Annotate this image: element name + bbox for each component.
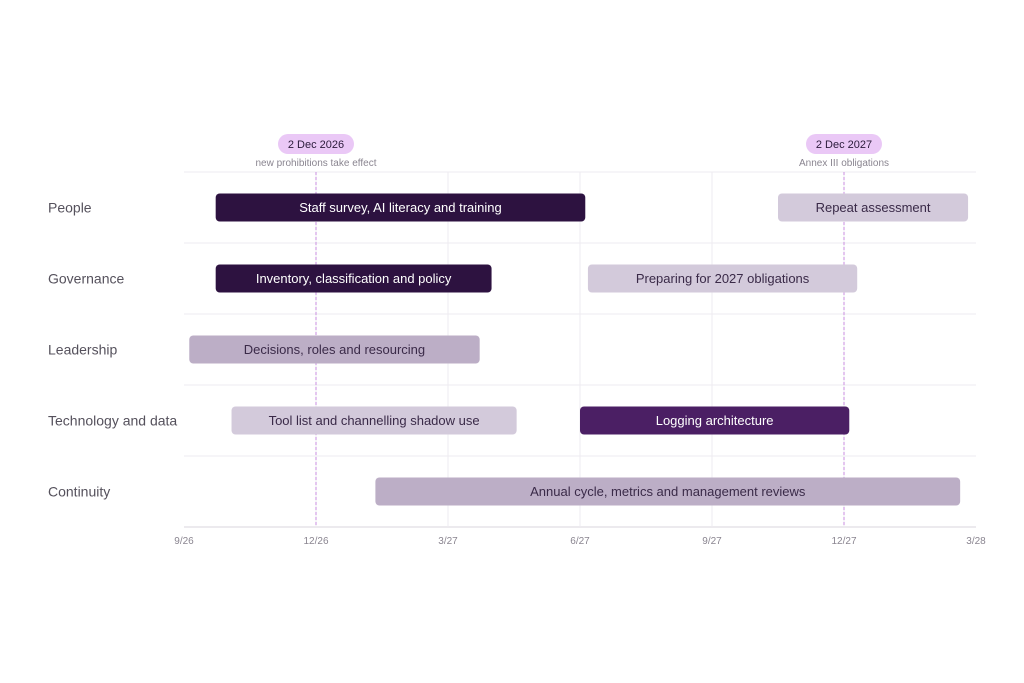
task-bar: Logging architecture — [580, 406, 850, 435]
x-tick-label: 3/28 — [966, 536, 986, 547]
x-tick-label: 6/27 — [570, 536, 590, 547]
task-bar: Inventory, classification and policy — [215, 264, 492, 293]
task-bar: Repeat assessment — [778, 193, 969, 222]
milestone-note: Annex III obligations — [799, 158, 889, 169]
task-bar-label: Repeat assessment — [816, 200, 931, 215]
task-bar-rect — [231, 406, 517, 435]
task-bar: Decisions, roles and resourcing — [189, 335, 480, 364]
row-label: Leadership — [48, 342, 117, 358]
milestone-pill — [278, 134, 354, 154]
milestone-pill — [806, 134, 882, 154]
task-bar: Preparing for 2027 obligations — [587, 264, 858, 293]
task-bar-label: Preparing for 2027 obligations — [636, 271, 810, 286]
task-bar-rect — [189, 335, 480, 364]
row-label: Governance — [48, 271, 124, 287]
task-bar: Annual cycle, metrics and management rev… — [375, 477, 961, 506]
x-tick-label: 3/27 — [438, 536, 458, 547]
x-tick-label: 12/27 — [831, 536, 856, 547]
task-bar-label: Tool list and channelling shadow use — [269, 413, 480, 428]
task-bar-rect — [215, 264, 492, 293]
task-bars: Staff survey, AI literacy and training Re… — [189, 193, 969, 506]
task-bar-label: Logging architecture — [656, 413, 774, 428]
task-bar-label: Decisions, roles and resourcing — [244, 342, 425, 357]
task-bar-label: Annual cycle, metrics and management rev… — [530, 484, 806, 499]
task-bar-rect — [580, 406, 850, 435]
milestone-marker: 2 Dec 2026 new prohibitions take effect — [255, 134, 377, 169]
task-bar: Tool list and channelling shadow use — [231, 406, 517, 435]
row-label: Technology and data — [48, 413, 177, 429]
task-bar-label: Inventory, classification and policy — [256, 271, 452, 286]
task-bar: Staff survey, AI literacy and training — [215, 193, 586, 222]
x-tick-label: 12/26 — [303, 536, 328, 547]
milestone-date: 2 Dec 2027 — [816, 139, 872, 151]
milestone-note: new prohibitions take effect — [255, 158, 376, 169]
x-tick-label: 9/26 — [174, 536, 194, 547]
milestone-date: 2 Dec 2026 — [288, 139, 344, 151]
task-bar-label: Staff survey, AI literacy and training — [299, 200, 502, 215]
task-bar-rect — [778, 193, 969, 222]
task-bar-rect — [587, 264, 858, 293]
row-label: Continuity — [48, 484, 110, 500]
x-tick-label: 9/27 — [702, 536, 722, 547]
task-bar-rect — [215, 193, 586, 222]
x-axis-ticks: 9/26 12/26 3/27 6/27 9/27 12/27 3/28 — [174, 536, 986, 547]
task-bar-rect — [375, 477, 961, 506]
row-label: People — [48, 200, 92, 216]
